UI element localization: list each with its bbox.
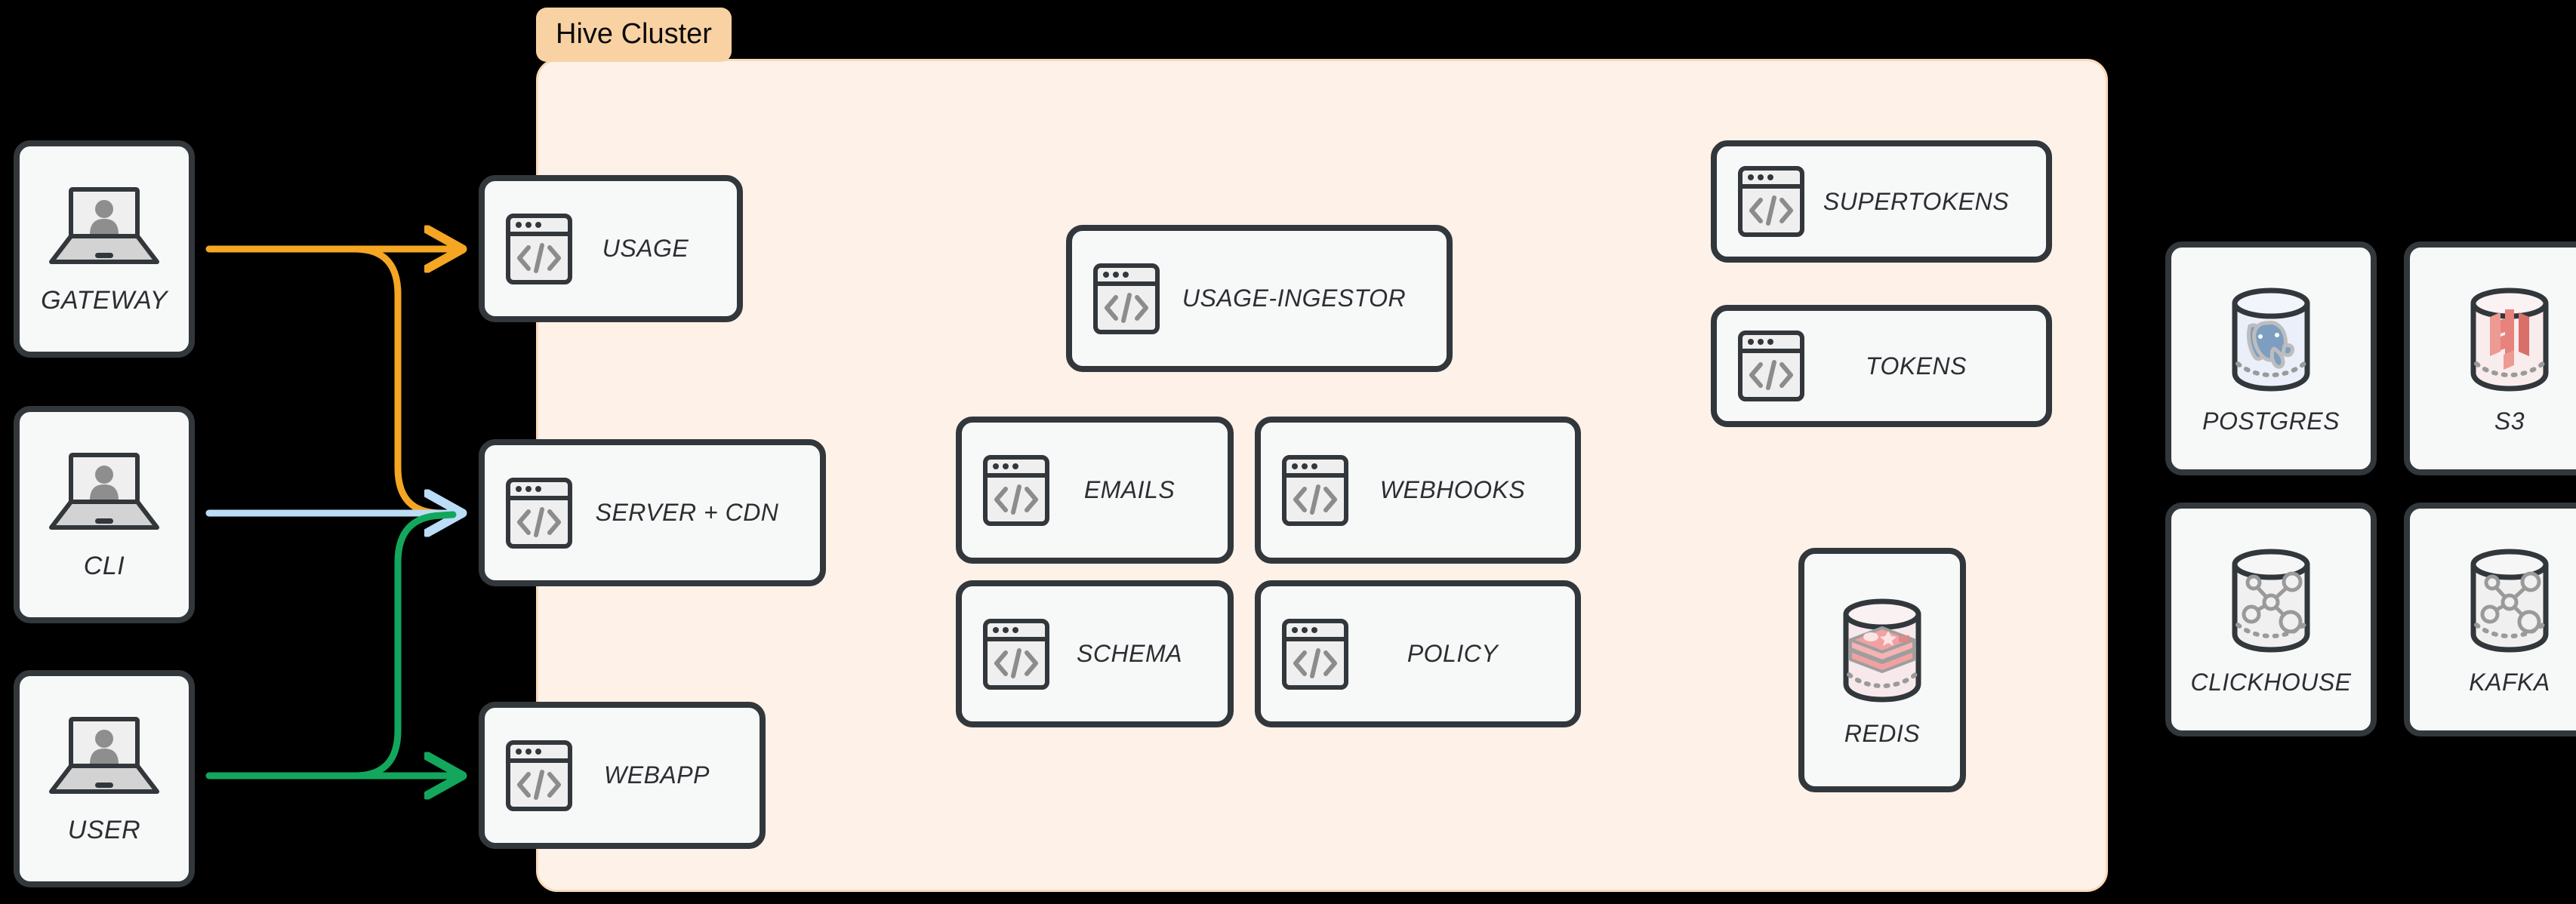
code-window-icon	[504, 739, 574, 813]
client-label-cli: CLI	[83, 551, 125, 580]
datastore-label-postgres: POSTGRES	[2202, 407, 2340, 435]
datastore-node-postgres[interactable]: POSTGRES	[2165, 241, 2377, 475]
hive-cluster-badge: Hive Cluster	[536, 8, 732, 62]
code-window-icon	[1280, 454, 1350, 527]
datastore-node-redis[interactable]: REDIS	[1798, 548, 1966, 792]
client-node-cli[interactable]: CLI	[14, 406, 195, 623]
postgres-database-icon	[2218, 282, 2324, 395]
code-window-icon	[1736, 329, 1806, 403]
client-label-user: USER	[67, 815, 141, 844]
service-label-emails: EMAILS	[1083, 476, 1176, 503]
edge-gateway-to-server-cdn	[351, 245, 457, 517]
datastore-label-clickhouse: CLICKHOUSE	[2190, 668, 2352, 696]
service-label-supertokens: SUPERTOKENS	[1823, 187, 2010, 215]
redis-database-icon	[1829, 593, 1935, 706]
service-node-server-cdn[interactable]: SERVER + CDN	[479, 439, 826, 586]
service-label-webhooks: WEBHOOKS	[1379, 476, 1526, 503]
client-label-gateway: GATEWAY	[41, 285, 168, 315]
service-node-supertokens[interactable]: SUPERTOKENS	[1711, 140, 2052, 263]
code-window-icon	[504, 212, 574, 286]
s3-database-icon	[2457, 282, 2562, 395]
service-node-webhooks[interactable]: WEBHOOKS	[1255, 417, 1581, 564]
datastore-node-s3[interactable]: S3	[2404, 241, 2576, 475]
client-node-gateway[interactable]: GATEWAY	[14, 140, 195, 358]
code-window-icon	[1736, 165, 1806, 238]
laptop-user-icon	[48, 183, 161, 272]
code-window-icon	[981, 454, 1051, 527]
edge-user-to-server-cdn	[351, 511, 457, 779]
service-node-webapp[interactable]: WEBAPP	[479, 702, 766, 849]
code-window-icon	[504, 476, 574, 550]
service-node-emails[interactable]: EMAILS	[956, 417, 1234, 564]
datastore-label-redis: REDIS	[1844, 719, 1921, 747]
laptop-user-icon	[48, 449, 161, 538]
code-window-icon	[981, 617, 1051, 691]
service-label-server-cdn: SERVER + CDN	[595, 499, 779, 526]
service-label-policy: POLICY	[1407, 640, 1499, 667]
service-label-usage-ingestor: USAGE-INGESTOR	[1182, 284, 1407, 312]
clickhouse-database-icon	[2218, 543, 2324, 656]
service-node-usage[interactable]: USAGE	[479, 175, 743, 322]
code-window-icon	[1092, 262, 1161, 336]
kafka-database-icon	[2457, 543, 2562, 656]
client-node-user[interactable]: USER	[14, 670, 195, 887]
service-label-schema: SCHEMA	[1077, 640, 1182, 667]
service-node-usage-ingestor[interactable]: USAGE-INGESTOR	[1066, 225, 1453, 372]
datastore-label-s3: S3	[2494, 407, 2525, 435]
laptop-user-icon	[48, 713, 161, 802]
service-label-tokens: TOKENS	[1866, 352, 1967, 380]
datastore-node-kafka[interactable]: KAFKA	[2404, 503, 2576, 736]
datastore-label-kafka: KAFKA	[2469, 668, 2550, 696]
service-label-usage: USAGE	[602, 235, 689, 262]
service-node-policy[interactable]: POLICY	[1255, 580, 1581, 727]
service-node-schema[interactable]: SCHEMA	[956, 580, 1234, 727]
service-node-tokens[interactable]: TOKENS	[1711, 305, 2052, 427]
service-label-webapp: WEBAPP	[604, 761, 710, 789]
datastore-node-clickhouse[interactable]: CLICKHOUSE	[2165, 503, 2377, 736]
code-window-icon	[1280, 617, 1350, 691]
